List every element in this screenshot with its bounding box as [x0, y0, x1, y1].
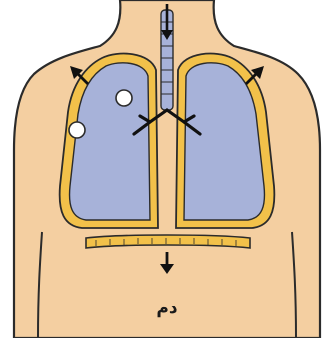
pleural-circle-upper — [116, 90, 132, 106]
caption-inhalation: دم — [0, 298, 334, 318]
pleural-circle-side — [69, 122, 85, 138]
